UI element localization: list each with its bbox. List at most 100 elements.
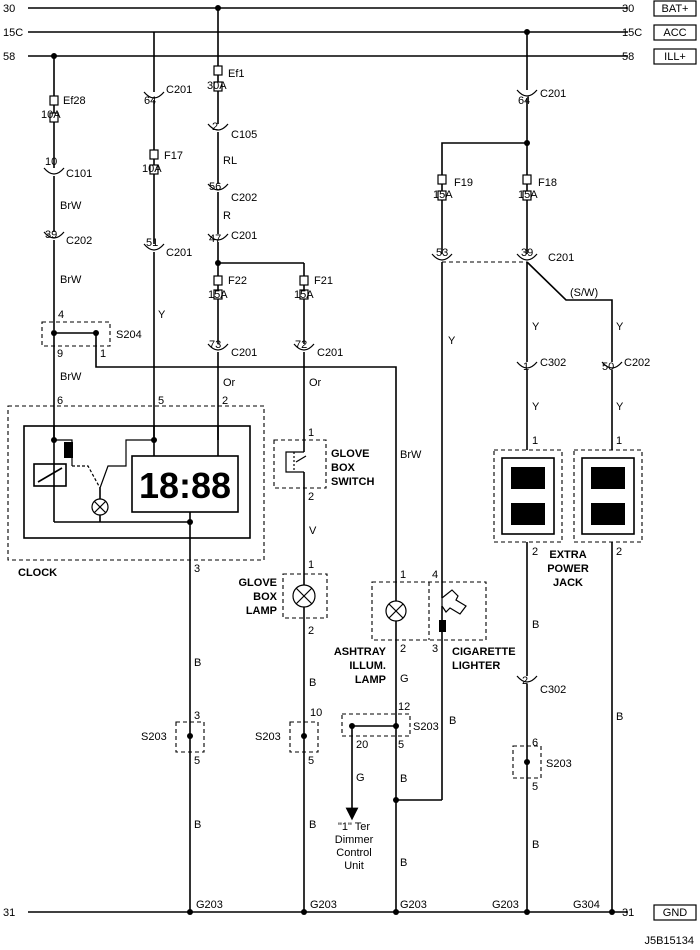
s204-pin-4: 4 [58,309,64,321]
rail-31-right: 31 [622,907,634,919]
c302-2-name: C302 [540,684,566,696]
fuse-ef1-body [213,65,223,76]
connector-c101 [43,167,65,175]
drawing-code: J5B15134 [644,935,694,947]
wire-or: Or [223,377,236,389]
c201-39-pin: 39 [521,247,533,259]
wire-g: G [356,772,365,784]
wire-b: B [309,677,316,689]
fuse-f17-body [149,149,159,160]
rail-15c-left: 15C [3,27,23,39]
fuse-ef28-name: Ef28 [63,95,86,107]
c201-39-name: C201 [548,252,574,264]
c201-64-name: C201 [540,88,566,100]
glove-lamp-label-3: LAMP [246,605,277,617]
wire-brw: BrW [400,449,422,461]
clock-module: 18:88 CLOCK 3 B 3 5 S203 B G203 [7,405,265,915]
connector-c201-53 [431,253,453,261]
splice-node [393,723,399,729]
c201-73-name: C201 [231,347,257,359]
acc-label: ACC [663,27,686,39]
dimmer-label-4: Unit [344,860,364,872]
wire-y: Y [448,335,456,347]
lamp-pin-2: 2 [308,625,314,637]
fuse-f18-name: F18 [538,177,557,189]
ground-g203: G203 [492,899,519,911]
rail-30-right: 30 [622,3,634,15]
wire-brw: BrW [60,274,82,286]
acc-box [653,24,697,41]
lighter-pin-3: 3 [432,643,438,655]
c201-51-name: C201 [166,247,192,259]
c202-50-name: C202 [624,357,650,369]
splice-pin-5: 5 [532,781,538,793]
wire-b: B [532,619,539,631]
wire-y: Y [616,401,624,413]
fuse-f21-rating: 15A [294,289,314,301]
power-jack-box [493,449,563,543]
wire-or: Or [309,377,322,389]
splice-pin-6: 6 [532,737,538,749]
wire-y: Y [532,321,540,333]
switch-pin-1: 1 [308,427,314,439]
wire-brw: BrW [60,371,82,383]
c201-73-pin: 73 [209,339,221,351]
ill-plus-box [653,48,697,65]
dimmer-label-2: Dimmer [335,834,374,846]
connector-c202-39 [43,231,65,239]
jack-label-3: JACK [553,577,583,589]
fuse-f19-name: F19 [454,177,473,189]
ground-g203: G203 [196,899,223,911]
lighter-label-2: LIGHTER [452,660,500,672]
splice-s203-label: S203 [546,758,572,770]
dimmer-label-3: Control [336,847,371,859]
c202-39-pin: 39 [45,229,57,241]
clock-body [23,425,251,539]
lamp-pin-1: 1 [308,559,314,571]
splice-s203-label: S203 [255,731,281,743]
lighter-pin-4: 4 [432,569,438,581]
fuse-f18-body [522,174,532,185]
ill-plus-label: ILL+ [664,51,686,63]
ground-g203: G203 [400,899,427,911]
wire-b: B [400,857,407,869]
connector-c201-72 [293,343,315,351]
fuse-f18-rating: 15A [518,189,538,201]
c302-name: C302 [540,357,566,369]
jack-pin-1: 1 [532,435,538,447]
clock-acc-circuit: 64 C201 F17 10A 51 C201 Y 5 [142,32,192,440]
wire-sw: (S/W) [570,287,598,299]
jack-pin-1: 1 [616,435,622,447]
relay-coil-icon [64,442,73,458]
ground-node [301,909,307,915]
splice-s204-box [41,321,111,347]
ashtray-lighter-circuit: 1 2 ASHTRAY ILLUM. LAMP G 4 3 CIGARETTE … [334,569,516,915]
c201-72-pin: 72 [295,339,307,351]
glove-lamp-label-1: GLOVE [238,577,277,589]
rail-58-left: 58 [3,51,15,63]
wire-brw: BrW [60,200,82,212]
splice-s203-box [289,721,319,753]
connector-c201-39 [516,253,538,261]
glove-switch-label-2: BOX [331,462,356,474]
rail-31-left: 31 [3,907,15,919]
c201-47-pin: 47 [209,233,221,245]
wire-r: R [223,210,231,222]
ashtray-label-1: ASHTRAY [334,646,387,658]
c202-39-name: C202 [66,235,92,247]
splice-s203-box [175,721,205,753]
clock-pin-2: 2 [222,395,228,407]
fuse-ef1-rating: 30A [207,80,227,92]
splice-pin-10: 10 [310,707,322,719]
s204-pin-1: 1 [100,348,106,360]
clock-outer-box [7,405,265,561]
rail-30-left: 30 [3,3,15,15]
clock-display [131,455,239,513]
switch-pin-2: 2 [308,491,314,503]
splice-node [524,759,530,765]
wire-v: V [309,525,317,537]
fuse-f22-body [213,275,223,286]
ashtray-label-2: ILLUM. [349,660,386,672]
jack-socket-icon [511,503,545,525]
